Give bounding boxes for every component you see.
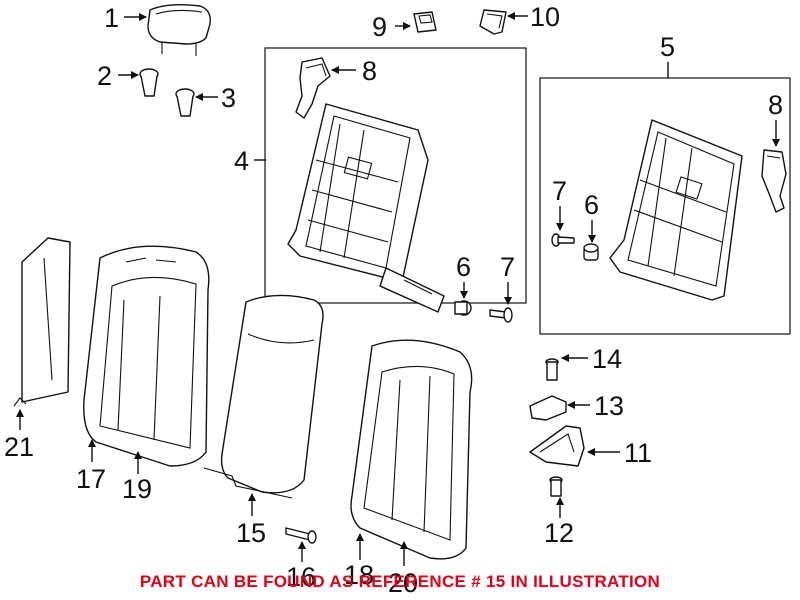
side-trim-21 [13, 237, 71, 407]
backrest-frame-right [609, 119, 743, 301]
callout-8-right: 8 [768, 90, 783, 120]
callout-1: 1 [104, 3, 119, 33]
callout-5: 5 [660, 32, 675, 62]
latch-8-left [295, 57, 331, 119]
callout-6-right: 6 [584, 190, 599, 220]
group-box-left-frame [264, 47, 527, 304]
clip-9 [413, 11, 437, 33]
callout-12: 12 [544, 518, 574, 548]
callout-2: 2 [97, 61, 112, 91]
callout-8-left: 8 [362, 56, 377, 86]
group-box-right-frame [539, 77, 791, 335]
callout-9: 9 [372, 12, 387, 42]
callout-4: 4 [234, 146, 249, 176]
bushing-6-left [454, 300, 472, 316]
headrest-guide-3 [175, 88, 195, 117]
bolt-12 [549, 476, 563, 497]
callout-20: 20 [388, 568, 418, 598]
backrest-frame-left [287, 103, 445, 313]
headrest-guide-2 [139, 68, 159, 97]
backrest-cover-18-20 [350, 339, 473, 560]
bolt-7-right [551, 233, 575, 247]
bolt-14 [545, 358, 559, 381]
bracket-10 [479, 9, 507, 35]
bracket-13 [529, 395, 567, 421]
callout-21: 21 [4, 432, 34, 462]
callout-17: 17 [76, 464, 106, 494]
callout-3: 3 [221, 83, 236, 113]
callout-11: 11 [624, 438, 652, 468]
headrest [147, 3, 211, 56]
callout-6-left: 6 [456, 252, 471, 282]
callout-15: 15 [236, 518, 266, 548]
callout-14: 14 [592, 344, 622, 374]
hinge-11 [529, 425, 585, 467]
callout-labels: 1 2 3 4 5 6 6 7 7 8 8 9 10 11 12 13 14 1… [4, 2, 783, 598]
callout-18: 18 [344, 560, 374, 590]
callout-16: 16 [286, 562, 316, 592]
leader-lines [16, 12, 780, 566]
pin-16 [285, 527, 317, 544]
callout-10: 10 [530, 2, 560, 32]
callout-7-right: 7 [552, 176, 567, 206]
reference-note: PART CAN BE FOUND AS REFERENCE # 15 IN I… [139, 572, 661, 591]
bolt-7-left [489, 307, 513, 323]
callout-13: 13 [594, 391, 624, 421]
callout-7-left: 7 [500, 252, 515, 282]
bushing-6-right [583, 243, 599, 261]
backrest-pad-15 [203, 294, 324, 499]
latch-8-right [761, 149, 787, 213]
callout-19: 19 [122, 474, 152, 504]
backrest-cover-17-19 [83, 245, 210, 467]
